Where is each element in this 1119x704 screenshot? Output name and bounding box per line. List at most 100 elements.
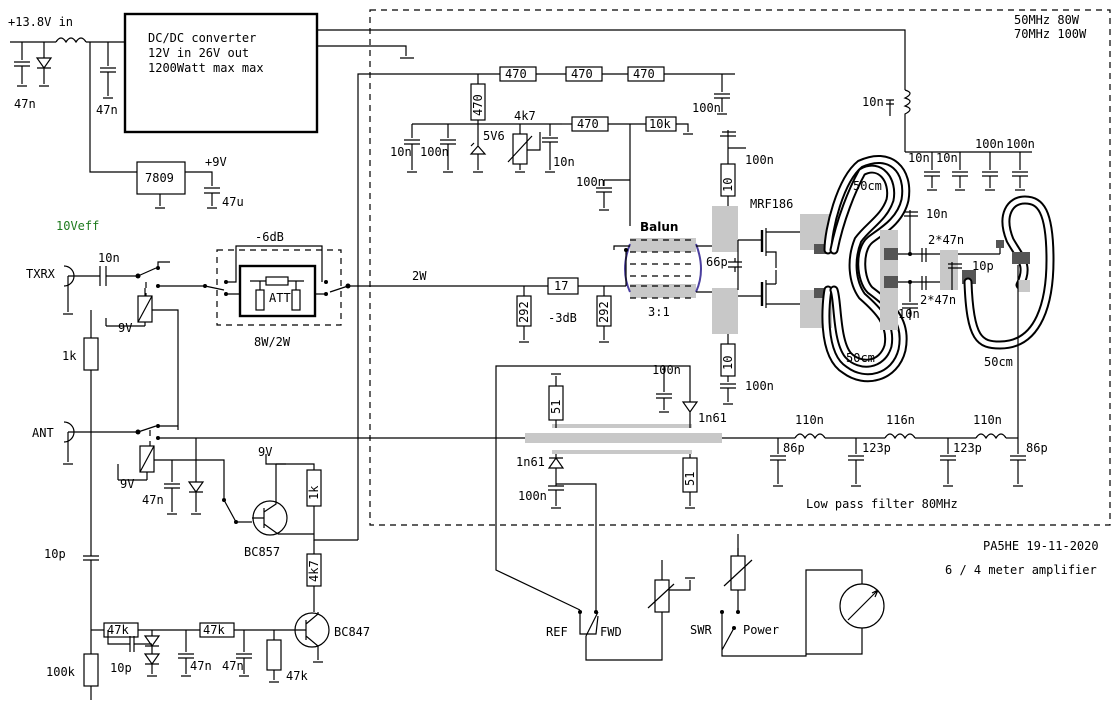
- cap-100n-sup-b: 100n: [1006, 137, 1035, 151]
- cap-100n-drain-a: 100n: [745, 153, 774, 167]
- cap-10n-out-b: 10n: [898, 307, 920, 321]
- svg-text:17: 17: [554, 279, 568, 293]
- cap-100n-rail: 100n: [692, 101, 721, 115]
- cap-86p-a: 86p: [783, 441, 805, 455]
- cap-100n-sup-a: 100n: [975, 137, 1004, 151]
- balun-ratio-label: 3:1: [648, 305, 670, 319]
- cap-10n-choke: 10n: [862, 95, 884, 109]
- svg-text:470: 470: [571, 67, 593, 81]
- cap-100n-drain-b: 100n: [745, 379, 774, 393]
- cap-47u: 47u: [222, 195, 244, 209]
- att-label: ATT: [269, 291, 291, 305]
- attenuator-section: -6dB ATT 8W/2W 2W: [203, 230, 548, 349]
- cap-2x47n-b: 2*47n: [920, 293, 956, 307]
- cap-100n-fwd: 100n: [652, 363, 681, 377]
- input-switching: 10Veff TXRX 10n 9V 1k ANT: [26, 219, 525, 540]
- regulator-label: 7809: [145, 171, 174, 185]
- switch-power-label: Power: [743, 623, 779, 637]
- svg-text:470: 470: [471, 94, 485, 116]
- schematic-title: 6 / 4 meter amplifier: [945, 563, 1097, 577]
- cap-10n-sup-a: 10n: [908, 151, 930, 165]
- ind-110n-a: 110n: [795, 413, 824, 427]
- att-rating-label: 8W/2W: [254, 335, 291, 349]
- res-1k-left: [83, 337, 99, 371]
- cap-123p-a: 123p: [862, 441, 891, 455]
- cap-10p-left: 10p: [44, 547, 66, 561]
- power-input-section: +13.8V in 47n 47n: [8, 15, 137, 173]
- cap-100n-gate: 100n: [576, 175, 605, 189]
- diode-1n61-b: 1n61: [516, 455, 545, 469]
- cap-47n-keying-b: 47n: [222, 659, 244, 673]
- power-input-label: +13.8V in: [8, 15, 73, 29]
- cap-123p-b: 123p: [953, 441, 982, 455]
- diode-1n61-a: 1n61: [698, 411, 727, 425]
- bias-network: 470 470 470 100n 470 10n 100n 5V6 4k7 10…: [390, 66, 735, 226]
- svg-text:292: 292: [597, 301, 611, 323]
- port-ant-label: ANT: [32, 426, 54, 440]
- input-pad-balun: 292 17 -3dB 292 Balun 3:1: [516, 220, 702, 343]
- cap-47n-filter: 47n: [96, 103, 118, 117]
- mosfet-label: MRF186: [750, 197, 793, 211]
- drive-level-label: 10Veff: [56, 219, 99, 233]
- cap-10p-keying: 10p: [110, 661, 132, 675]
- relay-ant-9v: 9V: [120, 477, 134, 491]
- cap-2x47n-a: 2*47n: [928, 233, 964, 247]
- spec-line-50mhz: 50MHz 80W: [1014, 13, 1080, 27]
- cap-100n-ref: 100n: [518, 489, 547, 503]
- cap-10n-bias: 10n: [390, 145, 412, 159]
- trimmer-4k7-label: 4k7: [514, 109, 536, 123]
- res-100k-label: 100k: [46, 665, 76, 679]
- switch-swr-label: SWR: [690, 623, 712, 637]
- cap-66p: 66p: [706, 255, 728, 269]
- dcdc-line2: 12V in 26V out: [148, 46, 249, 60]
- svg-text:10: 10: [721, 178, 735, 192]
- port-txrx-label: TXRX: [26, 267, 56, 281]
- bc847-label: BC847: [334, 625, 370, 639]
- cap-47n-keying-a: 47n: [190, 659, 212, 673]
- svg-text:470: 470: [633, 67, 655, 81]
- svg-text:470: 470: [505, 67, 527, 81]
- ind-110n-b: 110n: [973, 413, 1002, 427]
- cap-10n-trimmer: 10n: [553, 155, 575, 169]
- ind-116n: 116n: [886, 413, 915, 427]
- swr-coupler: 51 100n 1n61 1n61 100n 51: [495, 363, 727, 612]
- bc857-label: BC857: [244, 545, 280, 559]
- bc857-9v: 9V: [258, 445, 272, 459]
- cap-100n-bias: 100n: [420, 145, 449, 159]
- res-1k-left-label: 1k: [62, 349, 77, 363]
- relay-tx-9v: 9V: [118, 321, 132, 335]
- keying-circuit: 9V 1k BC857 4k7 BC847 10p 100k 47k 10p 4…: [44, 438, 370, 700]
- svg-text:470: 470: [577, 117, 599, 131]
- cap-47n-input: 47n: [14, 97, 36, 111]
- trimmer-swr: [654, 579, 670, 613]
- dcdc-line3: 1200Watt max max: [148, 61, 264, 75]
- switch-fwd-label: FWD: [600, 625, 622, 639]
- line-50cm-a: 50cm: [853, 179, 882, 193]
- svg-text:10k: 10k: [649, 117, 671, 131]
- spec-line-70mhz: 70MHz 100W: [1014, 27, 1087, 41]
- line-50cm-c: 50cm: [984, 355, 1013, 369]
- att-gain-label: -6dB: [255, 230, 284, 244]
- pad-3db-label: -3dB: [548, 311, 577, 325]
- res-10-a: [720, 163, 736, 197]
- output-stage: 100n 10 10 100n 66p MRF186 50cm 50cm: [696, 89, 1055, 438]
- svg-text:292: 292: [517, 301, 531, 323]
- low-pass-filter: 110n 116n 110n 86p 123p 123p 86p Low pas…: [525, 413, 1048, 511]
- res-47k-c: [266, 639, 282, 671]
- res-100k: [83, 653, 99, 687]
- cap-10n-out-a: 10n: [926, 207, 948, 221]
- cap-10n-sup-b: 10n: [936, 151, 958, 165]
- res-47k-c-label: 47k: [286, 669, 308, 683]
- svg-text:1k: 1k: [307, 485, 321, 500]
- svg-text:51: 51: [549, 400, 563, 414]
- credit-label: PA5HE 19-11-2020: [983, 539, 1099, 553]
- lpf-label: Low pass filter 80MHz: [806, 497, 958, 511]
- cap-86p-b: 86p: [1026, 441, 1048, 455]
- meter-section: REF FWD SWR Power: [546, 534, 885, 661]
- regulator-7809: [136, 161, 186, 195]
- cap-10n-txrx: 10n: [98, 251, 120, 265]
- supply-9v-label: +9V: [205, 155, 227, 169]
- cap-47n-relay: 47n: [142, 493, 164, 507]
- svg-text:4k7: 4k7: [307, 560, 321, 582]
